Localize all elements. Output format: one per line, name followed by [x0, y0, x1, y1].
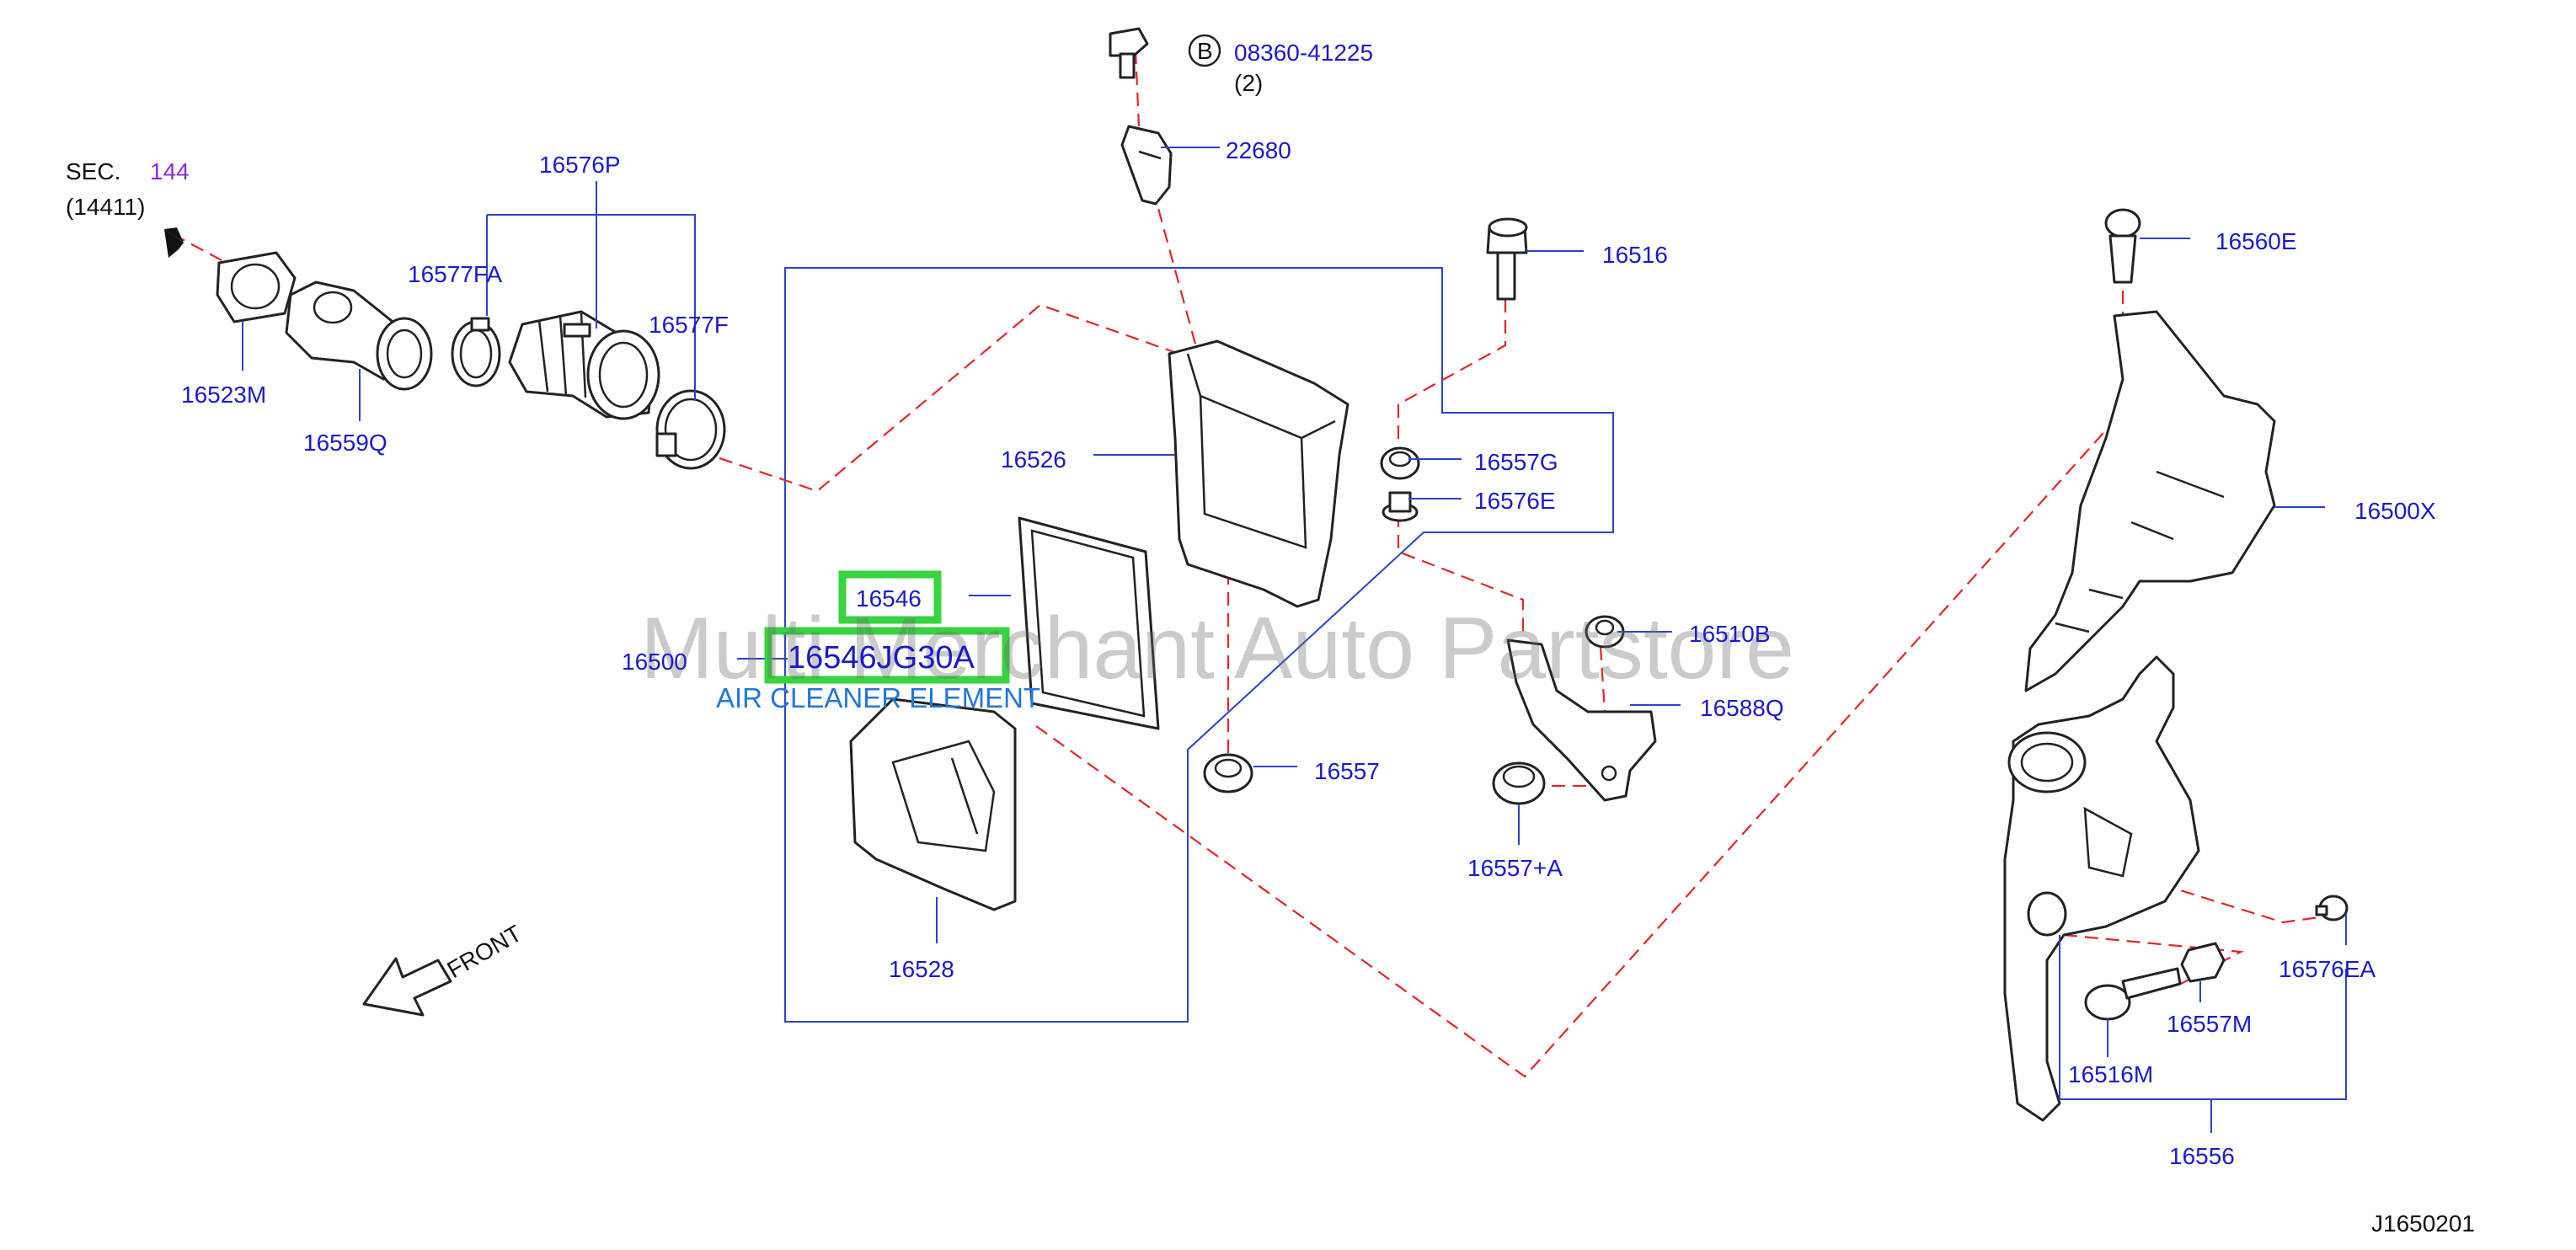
label-16557: 16557	[1314, 758, 1380, 784]
hose-16576P-part	[508, 310, 660, 420]
gasket-16523M-part	[216, 251, 297, 323]
clip-16576EA-part	[2315, 895, 2349, 921]
label-16500X: 16500X	[2354, 498, 2436, 524]
lower-case-16528-part	[849, 697, 1017, 911]
sec-sub-label: (14411)	[66, 194, 145, 220]
label-16560E: 16560E	[2215, 228, 2297, 254]
label-16576P: 16576P	[539, 152, 621, 178]
front-arrow-icon	[362, 957, 452, 1017]
assembly-frame	[784, 267, 1614, 1023]
label-16528: 16528	[889, 956, 954, 982]
label-16516: 16516	[1602, 242, 1668, 268]
leader-lines	[242, 147, 2347, 1133]
label-16510B: 16510B	[1689, 621, 1771, 647]
clamp-16577FA-part	[451, 317, 501, 387]
label-16556: 16556	[2169, 1143, 2235, 1169]
highlight-16546JG30A	[764, 627, 1010, 684]
bolt-qty: (2)	[1234, 70, 1263, 96]
sec-arrow-icon	[164, 227, 184, 258]
label-16557G: 16557G	[1474, 449, 1558, 475]
label-16523M: 16523M	[181, 382, 266, 408]
grommet-16557G-part	[1380, 446, 1420, 480]
grommet-16557M-part	[2180, 942, 2226, 983]
watermark: Multi Merchant Auto Partstore	[640, 600, 1794, 697]
bolt-badge-icon	[1188, 34, 1221, 67]
air-duct-16559Q-part	[285, 280, 433, 391]
sec-label: SEC.	[66, 158, 120, 184]
label-16588Q: 16588Q	[1700, 695, 1784, 721]
sec-number: 144	[150, 158, 190, 184]
bolt-16516-part	[1486, 217, 1528, 301]
bracket-16588Q-part	[1506, 638, 1657, 802]
label-16500: 16500	[622, 649, 687, 675]
label-16546JG30A: 16546JG30A	[788, 640, 975, 676]
diagram-id: J1650201	[2371, 1210, 2475, 1237]
clamp-16577F-part	[655, 389, 726, 470]
duct-16500X-part	[2024, 310, 2276, 692]
inlet-16556-part	[2003, 655, 2200, 1122]
label-16577FA: 16577FA	[408, 261, 502, 287]
label-front: FRONT	[443, 920, 526, 983]
sensor-22680-part	[1120, 125, 1173, 206]
clip-16560E-part	[2104, 208, 2141, 284]
label-08360-41225: 08360-41225	[1234, 40, 1373, 66]
label-16557A: 16557+A	[1467, 855, 1563, 881]
grommet-16557A-part	[1492, 761, 1546, 805]
collar-16576E-part	[1382, 491, 1419, 522]
grommet-16557-part	[1203, 753, 1253, 793]
label-16576E: 16576E	[1474, 488, 1556, 514]
label-16546: 16546	[856, 585, 922, 612]
label-16516M: 16516M	[2068, 1061, 2153, 1087]
label-16576EA: 16576EA	[2279, 956, 2376, 982]
bolt-badge-letter: B	[1197, 38, 1213, 64]
upper-case-16526-part	[1168, 339, 1349, 608]
air-filter-16546-part	[1018, 516, 1160, 730]
highlight-16546	[838, 570, 942, 624]
bolt-16516M-part	[2084, 967, 2182, 1021]
bolt-08360-41225-part	[1109, 27, 1149, 79]
label-16577F: 16577F	[649, 312, 729, 338]
label-16559Q: 16559Q	[303, 430, 387, 456]
label-22680: 22680	[1226, 137, 1291, 163]
label-16557M: 16557M	[2167, 1011, 2252, 1037]
label-16526: 16526	[1001, 446, 1066, 473]
label-air-cleaner-element: AIR CLEANER ELEMENT	[716, 682, 1040, 713]
